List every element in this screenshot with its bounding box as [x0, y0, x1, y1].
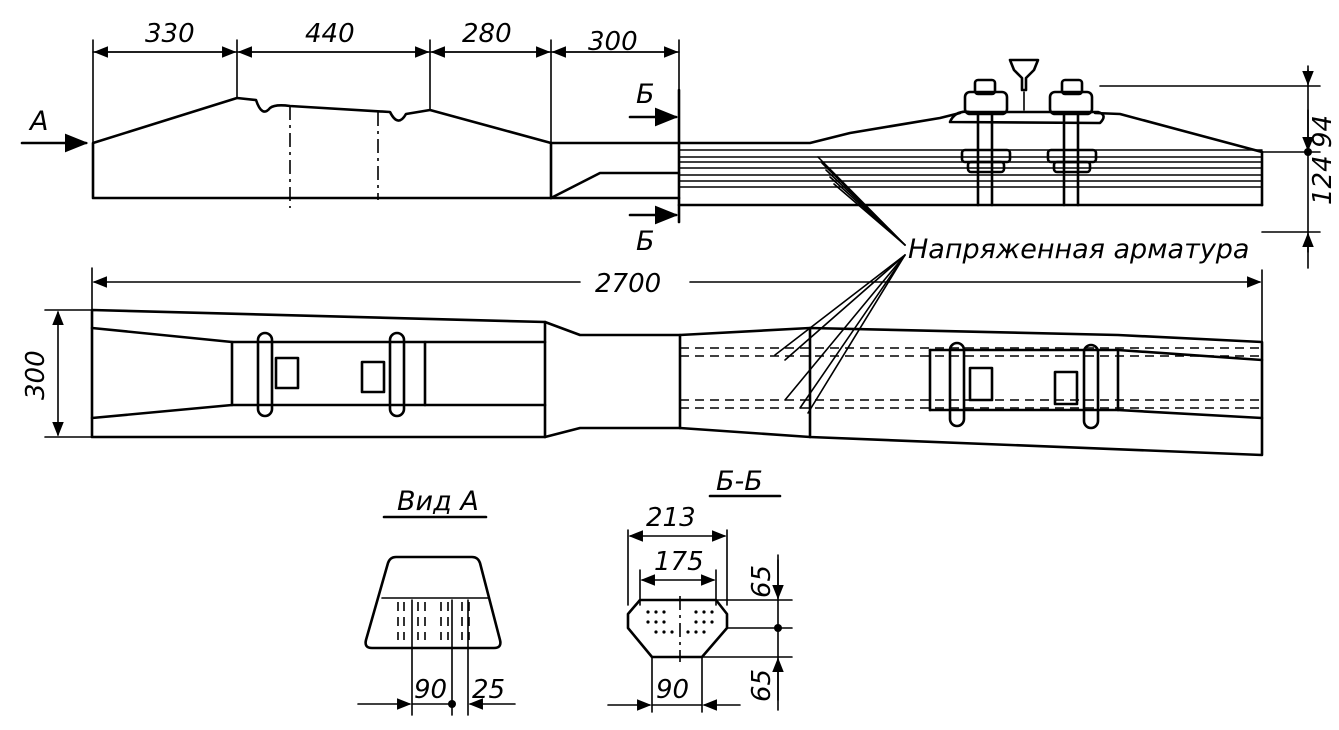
- section-outline: [626, 598, 729, 659]
- dim-300-side-label: 300: [21, 350, 51, 400]
- dim-300-top-label: 300: [588, 27, 638, 57]
- elevation-view: 330 440 280 300 А Б Б: [20, 19, 1338, 414]
- dim-94-label: 94: [1308, 115, 1338, 148]
- dim-90-view-label: 90: [414, 675, 447, 705]
- section-reinforcement-dots: [646, 610, 714, 634]
- view-a-title: Вид А: [397, 486, 479, 517]
- dim-65-bottom-label: 65: [747, 669, 777, 702]
- dim-330-label: 330: [145, 19, 195, 49]
- dim-280-label: 280: [462, 19, 512, 49]
- dim-175-label: 175: [654, 547, 704, 577]
- dim-25-view-label: 25: [472, 675, 505, 705]
- reinforcement-lines-plan: [680, 347, 1262, 409]
- view-a-trapezoid: [364, 555, 502, 650]
- dim-65-top-label: 65: [747, 565, 777, 598]
- section-mark-top-label: Б: [636, 79, 655, 110]
- dim-124-label: 124: [1308, 155, 1338, 205]
- reinforcement-lines-elevation: [678, 149, 1263, 188]
- sleeper-plan-outline: [90, 308, 1264, 457]
- dim-2700-label: 2700: [595, 269, 661, 299]
- section-mark-bottom-label: Б: [636, 226, 655, 257]
- reinforcement-leaders: [774, 156, 906, 414]
- section-title: Б-Б: [716, 466, 763, 497]
- sleeper-elevation-outline: [91, 96, 553, 200]
- dim-213-label: 213: [646, 503, 696, 533]
- dim-440-label: 440: [305, 19, 355, 49]
- section-b-b: Б-Б 213 175 65 65: [607, 466, 793, 713]
- plan-view: 2700 300: [21, 267, 1264, 457]
- reinforcement-label: Напряженная арматура: [908, 234, 1249, 265]
- dim-90-section-label: 90: [656, 675, 689, 705]
- view-a-reinforcement-dots: [397, 602, 470, 640]
- rail-fastening: [948, 58, 1105, 207]
- view-a-section: Вид А 90 25: [357, 486, 516, 716]
- view-a-arrow-label: А: [28, 106, 48, 137]
